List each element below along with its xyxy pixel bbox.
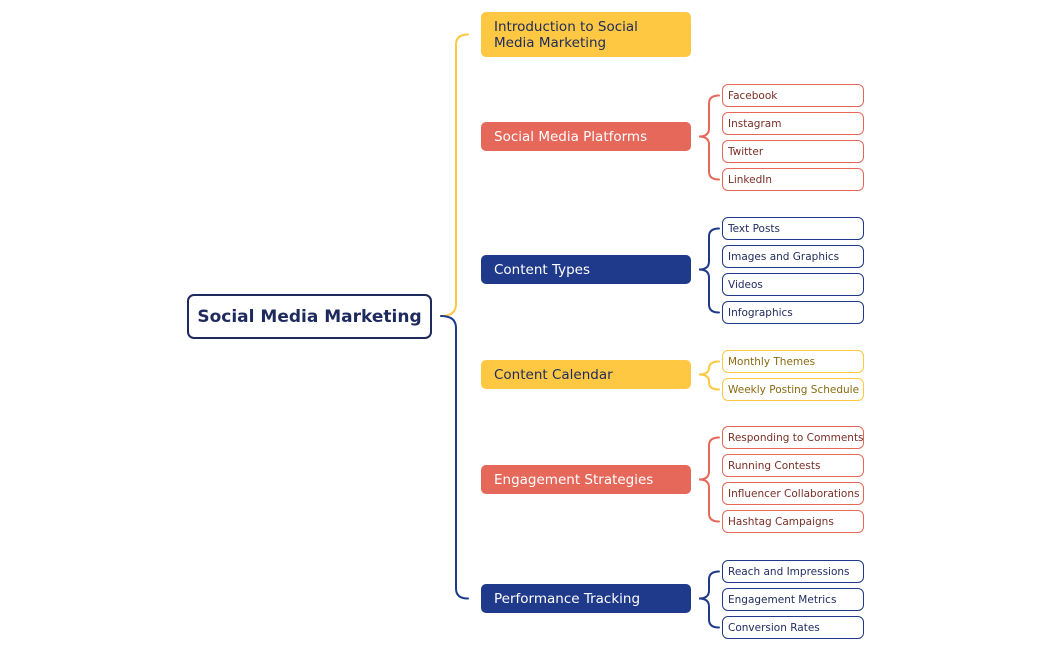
leaf-label: Hashtag Campaigns (728, 515, 834, 528)
leaf-label: Conversion Rates (728, 621, 820, 634)
leaf-node[interactable]: Conversion Rates (722, 616, 864, 639)
leaf-node[interactable]: Monthly Themes (722, 350, 864, 373)
leaf-node[interactable]: Influencer Collaborations (722, 482, 864, 505)
bracket-content-calendar (698, 360, 720, 391)
leaf-node[interactable]: Videos (722, 273, 864, 296)
leaf-label: Influencer Collaborations (728, 487, 860, 500)
leaf-node[interactable]: LinkedIn (722, 168, 864, 191)
branch-label: Introduction to Social Media Marketing (494, 18, 638, 51)
leaf-label: Videos (728, 278, 763, 291)
leaf-node[interactable]: Weekly Posting Schedule (722, 378, 864, 401)
leaf-label: Infographics (728, 306, 793, 319)
leaf-label: Running Contests (728, 459, 821, 472)
leaf-node[interactable]: Images and Graphics (722, 245, 864, 268)
leaf-node[interactable]: Hashtag Campaigns (722, 510, 864, 533)
branch-introduction-to-social-media-marketing[interactable]: Introduction to Social Media Marketing (481, 12, 691, 57)
root-node[interactable]: Social Media Marketing (187, 294, 432, 339)
bracket-social-media-platforms (698, 94, 720, 181)
leaf-node[interactable]: Running Contests (722, 454, 864, 477)
branch-performance-tracking[interactable]: Performance Tracking (481, 584, 691, 613)
bracket-performance-tracking (698, 570, 720, 629)
leaf-label: Images and Graphics (728, 250, 840, 263)
branch-label: Social Media Platforms (494, 128, 648, 145)
leaf-label: Weekly Posting Schedule (728, 383, 860, 396)
root-node-label: Social Media Marketing (197, 306, 422, 327)
root-bracket-lower (440, 315, 469, 600)
leaf-label: Engagement Metrics (728, 593, 837, 606)
leaf-node[interactable]: Reach and Impressions (722, 560, 864, 583)
branch-content-types[interactable]: Content Types (481, 255, 691, 284)
leaf-label: Monthly Themes (728, 355, 816, 368)
leaf-node[interactable]: Responding to Comments (722, 426, 864, 449)
leaf-label: Text Posts (728, 222, 781, 235)
leaf-node[interactable]: Infographics (722, 301, 864, 324)
leaf-label: Twitter (728, 145, 764, 158)
branch-label: Engagement Strategies (494, 471, 654, 488)
leaf-label: Facebook (728, 89, 778, 102)
leaf-label: Instagram (728, 117, 782, 130)
bracket-engagement-strategies (698, 436, 720, 523)
branch-engagement-strategies[interactable]: Engagement Strategies (481, 465, 691, 494)
branch-label: Content Types (494, 261, 591, 278)
branch-label: Content Calendar (494, 366, 613, 383)
leaf-node[interactable]: Text Posts (722, 217, 864, 240)
leaf-node[interactable]: Engagement Metrics (722, 588, 864, 611)
branch-content-calendar[interactable]: Content Calendar (481, 360, 691, 389)
leaf-label: Responding to Comments (728, 431, 864, 444)
leaf-node[interactable]: Twitter (722, 140, 864, 163)
leaf-node[interactable]: Facebook (722, 84, 864, 107)
bracket-content-types (698, 227, 720, 314)
leaf-label: Reach and Impressions (728, 565, 850, 578)
leaf-node[interactable]: Instagram (722, 112, 864, 135)
leaf-label: LinkedIn (728, 173, 773, 186)
branch-social-media-platforms[interactable]: Social Media Platforms (481, 122, 691, 151)
branch-label: Performance Tracking (494, 590, 641, 607)
root-bracket-upper (440, 33, 469, 317)
